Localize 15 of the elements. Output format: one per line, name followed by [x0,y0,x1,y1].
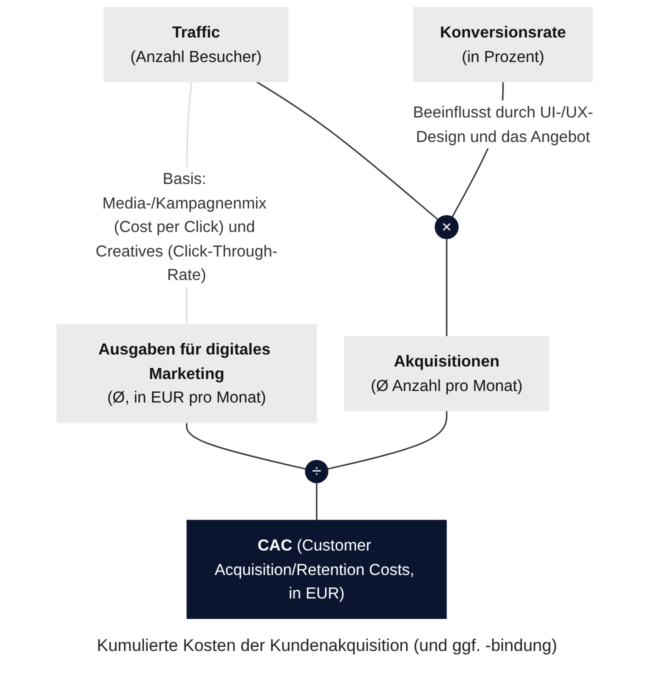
node-circle: × [434,215,459,240]
connector [186,422,306,470]
connector [446,238,448,337]
node-box: Traffic (Anzahl Besucher) [104,7,289,82]
node-box: Akquisitionen (Ø Anzahl pro Monat) [344,336,550,412]
node-box: Konversionsrate (in Prozent) [413,7,593,82]
connector [327,410,448,470]
connector [256,81,438,220]
node-box: CAC (Customer Acquisition/Retention Costs, in EUR) [186,520,447,619]
edge-label: Beeinflusst durch UI-/UX-Design und das Angebot [412,103,594,146]
node-circle: ÷ [304,460,328,484]
node-box: Ausgaben für digitales Marketing (Ø, in EUR pro Monat) [56,324,317,424]
connector [316,482,318,520]
node-caption: Kumulierte Kosten der Kundenakquisition (und ggf. -bindung) [96,636,558,656]
edge-label: Basis: Media-/Kampagnenmix (Cost per Click) und Creatives (Click-Through-Rate) [96,170,278,284]
